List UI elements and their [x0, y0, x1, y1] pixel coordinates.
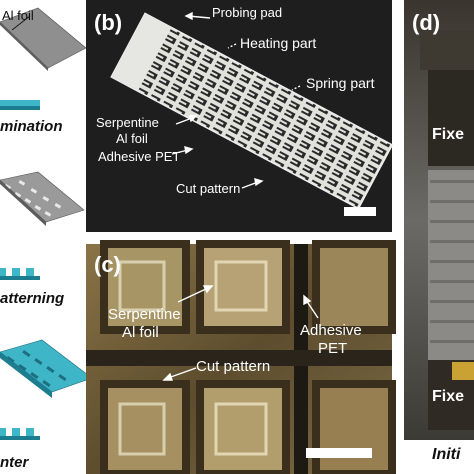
scale-bar-c — [306, 448, 372, 458]
lamination-layer-cyan — [0, 100, 40, 106]
panel-b-letter: (b) — [94, 10, 123, 35]
label-spring-part: Spring part — [306, 75, 375, 91]
panel-d — [404, 0, 474, 440]
specimen — [428, 170, 474, 370]
panel-c — [86, 240, 396, 474]
microscope-cells — [86, 240, 396, 474]
label-probing-pad: Probing pad — [212, 5, 283, 20]
label-cut-pattern-b: Cut pattern — [176, 181, 241, 196]
panel-a-step1-label: mination — [0, 118, 63, 135]
label-pet-c: PET — [318, 340, 348, 357]
panel-a-step3-label: nter — [0, 454, 29, 471]
panel-d-letter: (d) — [412, 10, 441, 35]
panel-b — [86, 0, 394, 232]
label-adhesive-pet-b: Adhesive PET — [98, 149, 181, 164]
probing-pad-area — [111, 13, 172, 92]
label-al-foil-b: Al foil — [116, 131, 148, 146]
final-blocks — [0, 428, 34, 436]
panel-a-al-foil-label: Al foil — [2, 8, 34, 23]
panel-a-step2-label: atterning — [0, 290, 65, 307]
cyan-structure — [0, 339, 93, 398]
scale-bar-b — [344, 207, 376, 216]
top-clamp — [428, 56, 474, 166]
label-fixed-bottom: Fixe — [432, 388, 465, 405]
patterning-blocks — [0, 268, 34, 276]
label-cut-pattern-c: Cut pattern — [196, 358, 271, 375]
label-heating-part: Heating part — [240, 35, 317, 51]
label-serpentine-b: Serpentine — [96, 115, 159, 130]
panel-d-caption: Initi — [432, 446, 461, 463]
patterned-sheet — [0, 171, 85, 226]
label-fixed-top: Fixe — [432, 126, 465, 143]
panel-c-letter: (c) — [94, 252, 121, 277]
gold-tape — [452, 362, 474, 380]
label-serpentine-c: Serpentine — [108, 306, 181, 323]
label-al-foil-c: Al foil — [122, 324, 159, 341]
panel-a — [0, 7, 93, 440]
label-adhesive-c: Adhesive — [300, 322, 362, 339]
